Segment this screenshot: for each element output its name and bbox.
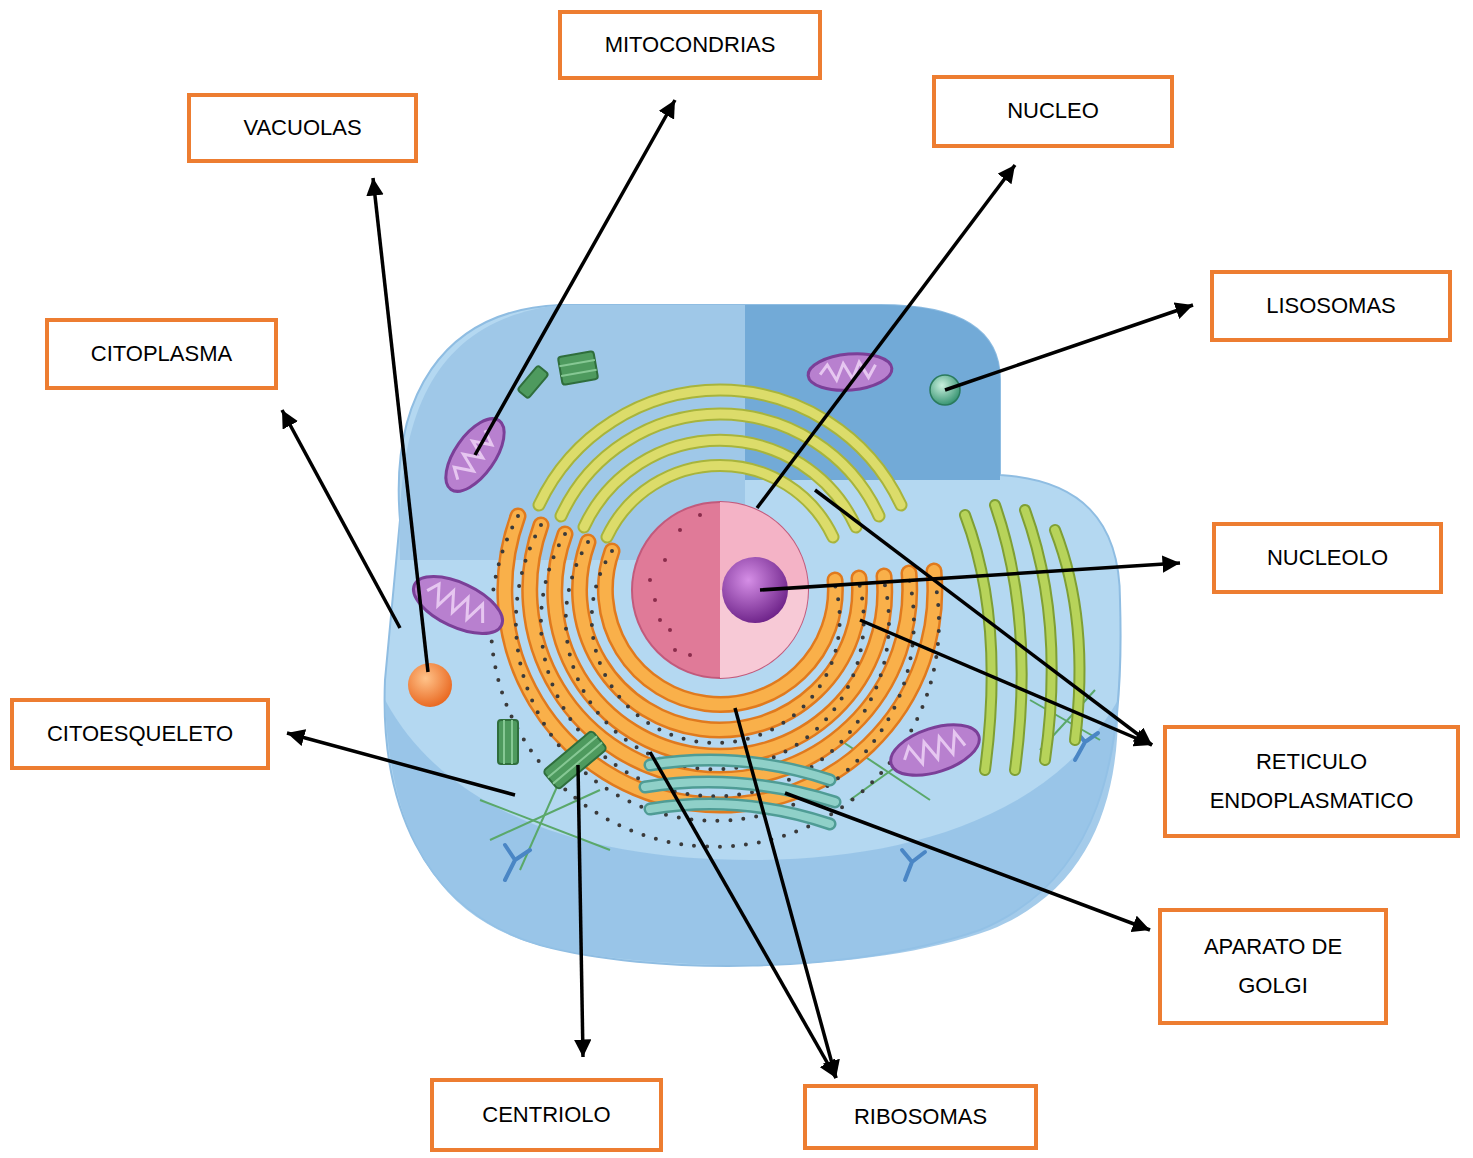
centriole bbox=[498, 351, 607, 790]
label-text: RETICULO ENDOPLASMATICO bbox=[1185, 743, 1438, 820]
nucleus bbox=[673, 648, 677, 652]
centriole bbox=[543, 730, 607, 790]
leader-arrow bbox=[757, 165, 1015, 508]
mitochondria bbox=[884, 715, 985, 785]
label-text: NUCLEOLO bbox=[1267, 539, 1388, 578]
smooth-er-right bbox=[965, 505, 1080, 770]
leader-arrow bbox=[760, 563, 1180, 590]
mitochondria bbox=[450, 428, 497, 484]
label-text: VACUOLAS bbox=[243, 109, 361, 148]
leader-arrow bbox=[475, 100, 675, 455]
leader-arrow bbox=[785, 793, 1150, 930]
nucleus bbox=[668, 628, 672, 632]
label-box: RIBOSOMAS bbox=[803, 1084, 1038, 1150]
leader-arrow bbox=[815, 490, 1152, 745]
centriole bbox=[558, 351, 598, 385]
leader-arrow bbox=[373, 178, 428, 672]
vacuole bbox=[408, 663, 452, 707]
cytoskeleton bbox=[480, 800, 610, 850]
nucleus bbox=[688, 653, 692, 657]
label-box: APARATO DE GOLGI bbox=[1158, 908, 1388, 1025]
centriole bbox=[504, 720, 512, 764]
label-text: CENTRIOLO bbox=[482, 1096, 610, 1135]
label-text: NUCLEO bbox=[1007, 92, 1099, 131]
vacuole bbox=[408, 663, 452, 707]
smooth-er-right bbox=[1025, 510, 1052, 760]
mitochondria bbox=[901, 730, 966, 768]
membrane-protein bbox=[505, 845, 530, 880]
leader-arrow bbox=[860, 620, 1152, 745]
mitochondria bbox=[405, 350, 985, 785]
nucleus bbox=[658, 618, 662, 622]
centriole bbox=[498, 720, 518, 764]
smooth-er-right bbox=[1025, 510, 1052, 760]
nucleus bbox=[653, 598, 657, 602]
leader-arrow bbox=[650, 752, 836, 1078]
smooth-er-right bbox=[965, 505, 1080, 770]
label-text: RIBOSOMAS bbox=[854, 1098, 987, 1137]
nucleus bbox=[648, 513, 702, 657]
label-box: NUCLEOLO bbox=[1212, 522, 1443, 594]
label-box: CENTRIOLO bbox=[430, 1078, 663, 1152]
leader-arrow bbox=[287, 733, 515, 795]
nucleus bbox=[698, 513, 702, 517]
label-box: VACUOLAS bbox=[187, 93, 418, 163]
label-text: MITOCONDRIAS bbox=[605, 26, 776, 65]
golgi bbox=[650, 760, 830, 780]
centriole bbox=[548, 736, 602, 783]
smooth-er bbox=[539, 390, 901, 505]
nucleus bbox=[648, 578, 652, 582]
label-text: CITOESQUELETO bbox=[47, 715, 233, 754]
cytoskeleton bbox=[520, 780, 560, 870]
centriole bbox=[543, 730, 607, 790]
leader-arrow bbox=[735, 708, 836, 1078]
smooth-er-right bbox=[965, 505, 1080, 770]
leader-arrow bbox=[578, 765, 583, 1057]
label-box: CITOESQUELETO bbox=[10, 698, 270, 770]
golgi bbox=[650, 804, 830, 824]
label-text: LISOSOMAS bbox=[1266, 287, 1396, 326]
label-text: CITOPLASMA bbox=[91, 335, 232, 374]
label-box: CITOPLASMA bbox=[45, 318, 278, 390]
nucleus bbox=[663, 558, 667, 562]
mitochondria bbox=[884, 715, 985, 785]
mitochondria bbox=[423, 581, 489, 626]
cell-body bbox=[385, 305, 1121, 966]
leader-arrow bbox=[945, 305, 1193, 390]
centriole bbox=[559, 360, 596, 376]
nucleus bbox=[678, 528, 682, 532]
smooth-er bbox=[539, 390, 901, 505]
cell-body bbox=[385, 305, 1121, 966]
leader-arrow bbox=[282, 410, 400, 628]
centriole bbox=[498, 720, 518, 764]
cell-body bbox=[385, 700, 1118, 965]
golgi bbox=[650, 804, 830, 824]
label-box: MITOCONDRIAS bbox=[558, 10, 822, 80]
mitochondria bbox=[819, 361, 876, 382]
membrane-protein bbox=[902, 850, 925, 880]
leader-arrow bbox=[282, 100, 1193, 1078]
label-text: APARATO DE GOLGI bbox=[1180, 928, 1366, 1005]
label-box: RETICULO ENDOPLASMATICO bbox=[1163, 725, 1460, 838]
centriole bbox=[558, 351, 598, 385]
label-box: LISOSOMAS bbox=[1210, 270, 1452, 342]
label-box: NUCLEO bbox=[932, 75, 1174, 148]
